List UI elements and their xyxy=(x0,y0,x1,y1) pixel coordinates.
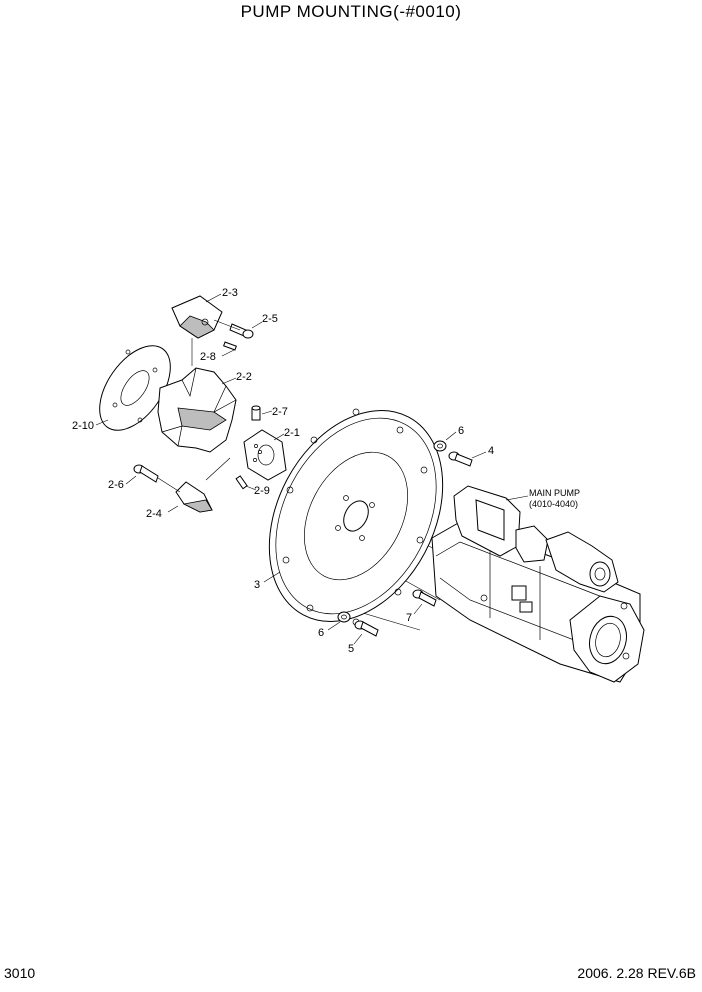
callout-4: 4 xyxy=(488,445,494,457)
callout-leaders xyxy=(95,293,529,645)
main-pump-range: (4010-4040) xyxy=(529,499,578,509)
callout-2-4: 2-4 xyxy=(146,508,162,520)
part-2-7-setscrew xyxy=(251,405,261,421)
part-4-bolt xyxy=(448,451,473,467)
callout-2-10: 2-10 xyxy=(72,420,94,432)
part-7-bolt xyxy=(412,589,437,607)
callout-5: 5 xyxy=(348,643,354,655)
part-2-1-hub xyxy=(243,429,287,481)
callout-6-upper: 6 xyxy=(458,425,464,437)
callout-7: 7 xyxy=(406,612,412,624)
callout-2-6: 2-6 xyxy=(108,479,124,491)
page-number: 3010 xyxy=(4,965,36,981)
callout-2-2: 2-2 xyxy=(236,371,252,383)
part-2-4-clamp xyxy=(175,481,213,513)
part-2-8-pin xyxy=(223,341,237,351)
callout-6-lower: 6 xyxy=(318,627,324,639)
part-2-3-clamp xyxy=(171,295,223,339)
part-6-washer-upper xyxy=(433,440,447,452)
revision-date: 2006. 2.28 REV.6B xyxy=(577,965,696,981)
callout-2-5: 2-5 xyxy=(262,313,278,325)
part-5-bolt xyxy=(354,620,379,637)
page-title: PUMP MOUNTING(-#0010) xyxy=(240,2,462,21)
part-2-5-bolt xyxy=(229,323,254,339)
main-pump-label: MAIN PUMP xyxy=(529,488,580,498)
callout-2-3: 2-3 xyxy=(222,287,238,299)
callout-2-9: 2-9 xyxy=(254,485,270,497)
callout-2-1: 2-1 xyxy=(284,427,300,439)
callout-2-7: 2-7 xyxy=(272,406,288,418)
callout-2-8: 2-8 xyxy=(200,351,216,363)
part-3-flange-plate xyxy=(268,408,444,626)
part-2-2-coupling xyxy=(157,367,237,453)
part-2-9-pin xyxy=(235,475,248,490)
part-2-6-bolt xyxy=(133,464,159,483)
main-pump-assembly xyxy=(431,485,645,683)
callout-3: 3 xyxy=(254,579,260,591)
part-6-washer-lower xyxy=(337,611,351,623)
part-2-10-disc xyxy=(99,345,171,431)
